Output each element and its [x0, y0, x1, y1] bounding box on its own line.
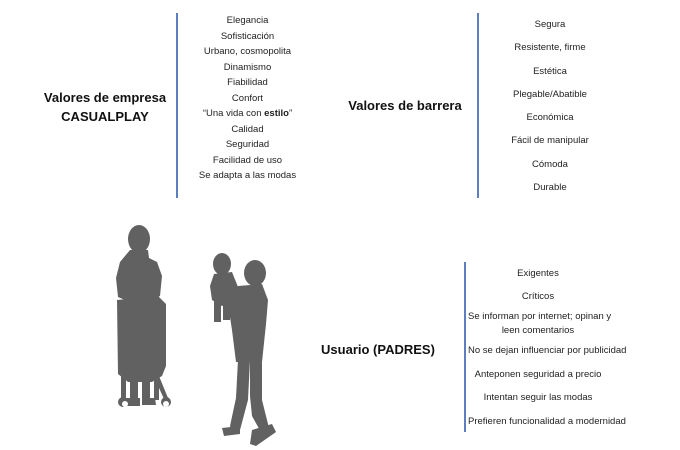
- user-heading: Usuario (PADRES): [321, 342, 435, 357]
- list-item: Dinamismo: [223, 61, 272, 73]
- list-item-quote: “Una vida con estilo”: [180, 106, 315, 122]
- company-heading-line2: CASUALPLAY: [61, 109, 149, 124]
- list-item: Cómoda: [532, 158, 568, 170]
- list-item: Se informan por internet; opinan y: [468, 311, 612, 322]
- list-item: Resistente, firme: [514, 42, 586, 54]
- list-item: Sofisticación: [220, 30, 275, 42]
- quote-open: “Una vida con: [202, 108, 265, 119]
- list-item: Estética: [533, 65, 567, 77]
- barrier-values-heading: Valores de barrera: [348, 98, 462, 113]
- list-item: Confort: [231, 92, 264, 104]
- list-item: No se dejan influenciar por publicidad: [468, 345, 627, 356]
- company-divider: [176, 13, 178, 198]
- list-item: Plegable/Abatible: [513, 88, 587, 100]
- list-item: Fácil de manipular: [511, 135, 589, 147]
- list-item: Urbano, cosmopolita: [203, 46, 292, 57]
- list-item: Segura: [534, 19, 566, 30]
- list-item: Exigentes: [517, 268, 559, 279]
- list-item: Prefieren funcionalidad a modernidad: [468, 416, 626, 427]
- list-item: Económica: [526, 112, 574, 124]
- list-item: Seguridad: [225, 139, 270, 150]
- father-carrying-child-silhouette: [210, 253, 276, 446]
- list-item: Fiabilidad: [227, 77, 268, 88]
- mother-with-stroller-silhouette: [116, 225, 171, 407]
- company-values-heading: Valores de empresa CASUALPLAY: [30, 88, 180, 126]
- barrier-values-list: Segura Resistente, firme Estética Plegab…: [495, 13, 605, 199]
- list-item: leen comentarios: [501, 325, 575, 336]
- list-item: Calidad: [231, 123, 264, 135]
- barrier-divider: [477, 13, 479, 198]
- user-divider: [464, 262, 466, 432]
- list-item: Facilidad de uso: [212, 154, 283, 166]
- company-values-list: Elegancia Sofisticación Urbano, cosmopol…: [180, 13, 315, 184]
- list-item: Se adapta a las modas: [198, 170, 297, 181]
- quote-bold: estilo: [264, 108, 289, 119]
- company-heading-line1: Valores de empresa: [43, 90, 167, 105]
- list-item: Críticos: [521, 291, 555, 302]
- list-item: Elegancia: [226, 15, 269, 26]
- list-item: Durable: [533, 182, 567, 194]
- list-item: Intentan seguir las modas: [483, 392, 593, 403]
- quote-close: ”: [288, 108, 293, 119]
- list-item: Anteponen seguridad a precio: [474, 369, 602, 380]
